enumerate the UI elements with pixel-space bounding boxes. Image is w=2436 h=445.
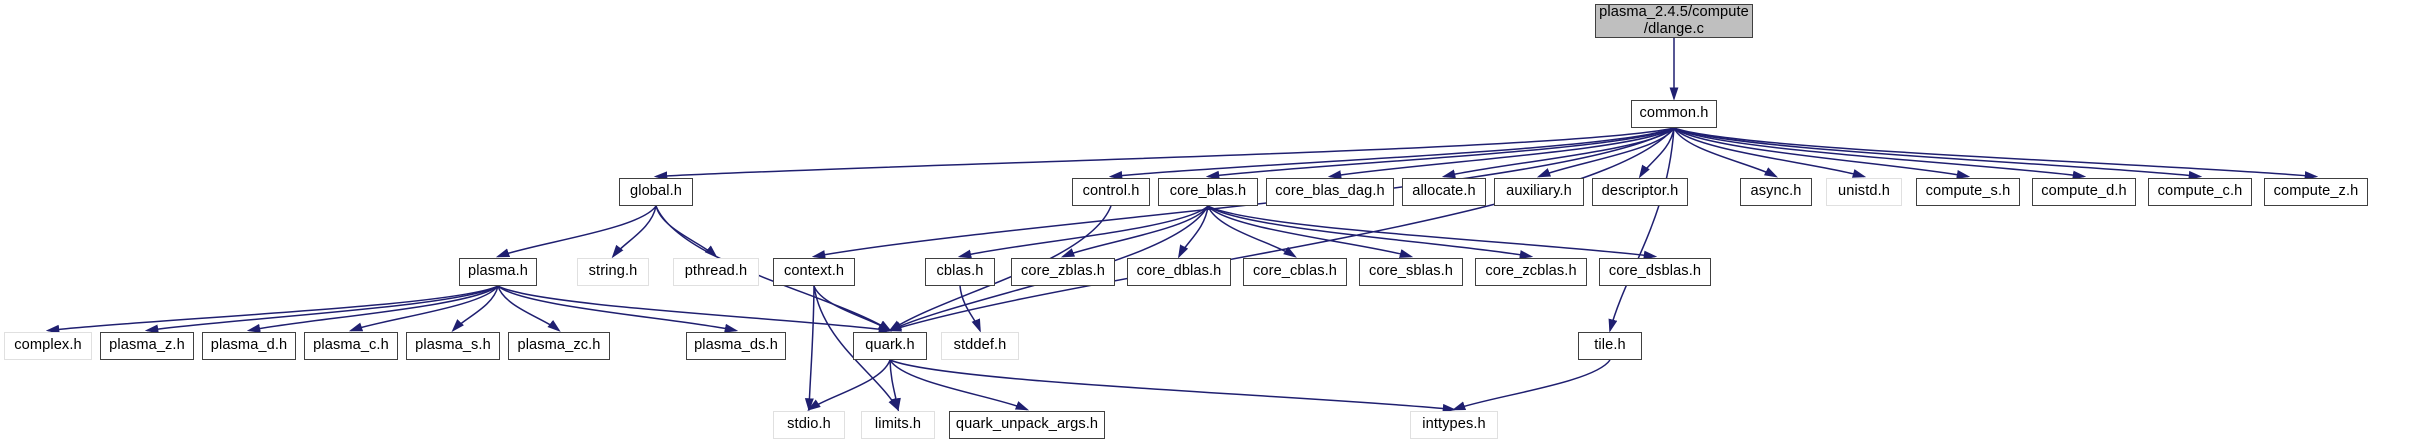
graph-edge-common-to-compute_d (1673, 127, 2087, 180)
graph-edge-tile-to-inttypes (1451, 359, 1611, 411)
graph-node-plasma_zc[interactable]: plasma_zc.h (508, 332, 610, 360)
graph-node-core_zcblas[interactable]: core_zcblas.h (1475, 258, 1587, 286)
graph-edge-core_blas-to-core_dblas (1177, 205, 1209, 259)
graph-node-plasma_d[interactable]: plasma_d.h (202, 332, 296, 360)
graph-node-plasma_s[interactable]: plasma_s.h (406, 332, 500, 360)
graph-edge-plasma-to-plasma_c (348, 285, 499, 332)
graph-edge-common-to-compute_c (1673, 127, 2203, 180)
graph-edge-global-to-string (611, 205, 657, 259)
graph-node-plasma[interactable]: plasma.h (459, 258, 537, 286)
graph-edge-global-to-pthread (655, 205, 718, 259)
graph-node-cblas[interactable]: cblas.h (925, 258, 995, 286)
graph-edge-quark-to-stdio (807, 359, 891, 411)
graph-node-unistd[interactable]: unistd.h (1826, 178, 1902, 206)
graph-node-tile[interactable]: tile.h (1578, 332, 1642, 360)
graph-edge-quark-to-limits (889, 359, 901, 412)
graph-edge-common-to-compute_z (1673, 127, 2319, 181)
graph-edge-plasma-to-plasma_s (451, 285, 499, 333)
graph-edge-plasma-to-plasma_d (246, 285, 499, 333)
graph-edge-plasma-to-plasma_zc (497, 285, 561, 332)
graph-node-core_cblas[interactable]: core_cblas.h (1243, 258, 1347, 286)
graph-node-compute_d[interactable]: compute_d.h (2032, 178, 2136, 206)
graph-node-core_sblas[interactable]: core_sblas.h (1359, 258, 1463, 286)
graph-edge-common-to-core_blas_dag (1327, 127, 1675, 180)
graph-edge-core_blas-to-core_zcblas (1207, 205, 1534, 260)
graph-node-stdio[interactable]: stdio.h (773, 411, 845, 439)
graph-edge-common-to-async (1673, 127, 1778, 178)
graph-node-root[interactable]: plasma_2.4.5/compute /dlange.c (1595, 4, 1753, 38)
graph-node-core_blas[interactable]: core_blas.h (1158, 178, 1258, 206)
graph-node-core_dblas[interactable]: core_dblas.h (1127, 258, 1231, 286)
graph-edge-core_blas-to-core_cblas (1207, 205, 1297, 258)
graph-edge-cblas-to-stddef (959, 285, 981, 333)
graph-node-inttypes[interactable]: inttypes.h (1410, 411, 1498, 439)
graph-edge-common-to-unistd (1673, 127, 1867, 178)
graph-node-control[interactable]: control.h (1072, 178, 1150, 206)
graph-node-quark_unpack[interactable]: quark_unpack_args.h (949, 411, 1105, 439)
graph-edge-quark-to-inttypes (889, 359, 1457, 413)
graph-node-compute_c[interactable]: compute_c.h (2148, 178, 2252, 206)
graph-edge-plasma-to-plasma_z (144, 285, 499, 334)
graph-node-descriptor[interactable]: descriptor.h (1592, 178, 1688, 206)
graph-node-plasma_z[interactable]: plasma_z.h (100, 332, 194, 360)
graph-node-plasma_ds[interactable]: plasma_ds.h (686, 332, 786, 360)
graph-node-core_dsblas[interactable]: core_dsblas.h (1599, 258, 1711, 286)
graph-node-async[interactable]: async.h (1740, 178, 1812, 206)
graph-node-compute_z[interactable]: compute_z.h (2264, 178, 2368, 206)
graph-node-compute_s[interactable]: compute_s.h (1916, 178, 2020, 206)
graph-node-context[interactable]: context.h (773, 258, 855, 286)
graph-node-auxiliary[interactable]: auxiliary.h (1494, 178, 1584, 206)
graph-edge-common-to-quark (887, 127, 1675, 332)
graph-node-complex[interactable]: complex.h (4, 332, 92, 360)
graph-edge-common-to-auxiliary (1536, 127, 1675, 178)
graph-node-stddef[interactable]: stddef.h (941, 332, 1019, 360)
graph-edge-core_blas-to-core_dsblas (1207, 205, 1658, 260)
graph-node-core_zblas[interactable]: core_zblas.h (1011, 258, 1115, 286)
graph-edge-context-to-quark (813, 285, 892, 332)
graph-edge-common-to-global (653, 127, 1675, 181)
graph-edge-core_blas-to-core_sblas (1207, 205, 1414, 258)
graph-edge-common-to-tile (1608, 127, 1675, 333)
graph-edge-common-to-compute_s (1673, 127, 1971, 179)
graph-edge-common-to-control (1108, 127, 1675, 180)
graph-edge-plasma-to-quark (497, 285, 893, 334)
graph-edge-global-to-plasma (495, 205, 657, 258)
graph-node-pthread[interactable]: pthread.h (673, 258, 759, 286)
graph-edge-quark-to-quark_unpack (889, 359, 1030, 411)
graph-edge-plasma-to-complex (45, 285, 499, 334)
graph-node-plasma_c[interactable]: plasma_c.h (304, 332, 398, 360)
graph-node-string[interactable]: string.h (577, 258, 649, 286)
graph-edge-common-to-allocate (1441, 127, 1675, 179)
graph-edge-common-to-core_blas (1205, 127, 1675, 180)
graph-node-common[interactable]: common.h (1631, 100, 1717, 128)
graph-node-global[interactable]: global.h (619, 178, 693, 206)
graph-node-allocate[interactable]: allocate.h (1402, 178, 1486, 206)
graph-edge-core_blas-to-cblas (957, 205, 1209, 259)
graph-edge-plasma-to-plasma_ds (497, 285, 739, 333)
graph-node-limits[interactable]: limits.h (861, 411, 935, 439)
graph-edge-core_blas-to-core_zblas (1060, 205, 1209, 258)
graph-node-quark[interactable]: quark.h (853, 332, 927, 360)
graph-edge-common-to-descriptor (1638, 127, 1675, 179)
graph-node-core_blas_dag[interactable]: core_blas_dag.h (1266, 178, 1394, 206)
graph-edge-context-to-stdio (804, 285, 815, 412)
